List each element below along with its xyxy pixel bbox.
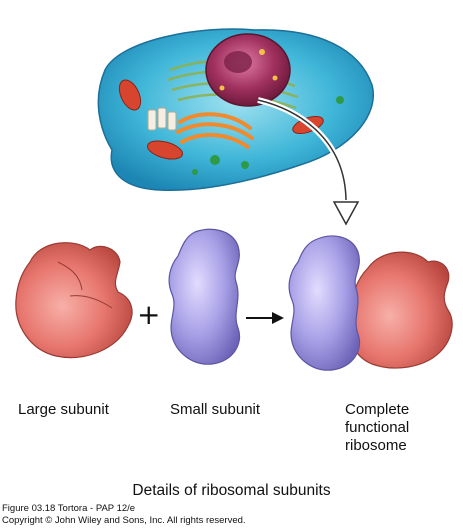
zoom-arrow bbox=[257, 97, 360, 226]
complete-ribosome-label-line-1: Complete bbox=[345, 401, 410, 418]
nucleus bbox=[205, 33, 291, 107]
complete-ribosome-label: Complete functional ribosome bbox=[345, 401, 409, 455]
figure-credit: Figure 03.18 Tortora - PAP 12/e bbox=[2, 503, 136, 514]
golgi-apparatus bbox=[176, 112, 254, 149]
large-subunit-label: Large subunit bbox=[18, 401, 109, 418]
plus-sign: + bbox=[137, 298, 161, 331]
vesicles bbox=[192, 96, 344, 175]
large-subunit-shape bbox=[15, 242, 133, 359]
right-arrow bbox=[246, 312, 284, 324]
complete-ribosome-label-line-2: functional bbox=[345, 419, 410, 436]
copyright-notice: Copyright © John Wiley and Sons, Inc. Al… bbox=[2, 515, 246, 526]
small-subunit-shape bbox=[168, 228, 241, 365]
figure-title: Details of ribosomal subunits bbox=[132, 482, 331, 499]
cell-illustration bbox=[97, 28, 374, 192]
small-subunit-label: Small subunit bbox=[170, 401, 261, 418]
mitochondria bbox=[118, 79, 324, 160]
centrioles bbox=[147, 107, 177, 131]
complete-ribosome-shape bbox=[288, 235, 453, 371]
complete-ribosome-label-line-3: ribosome bbox=[345, 437, 407, 454]
